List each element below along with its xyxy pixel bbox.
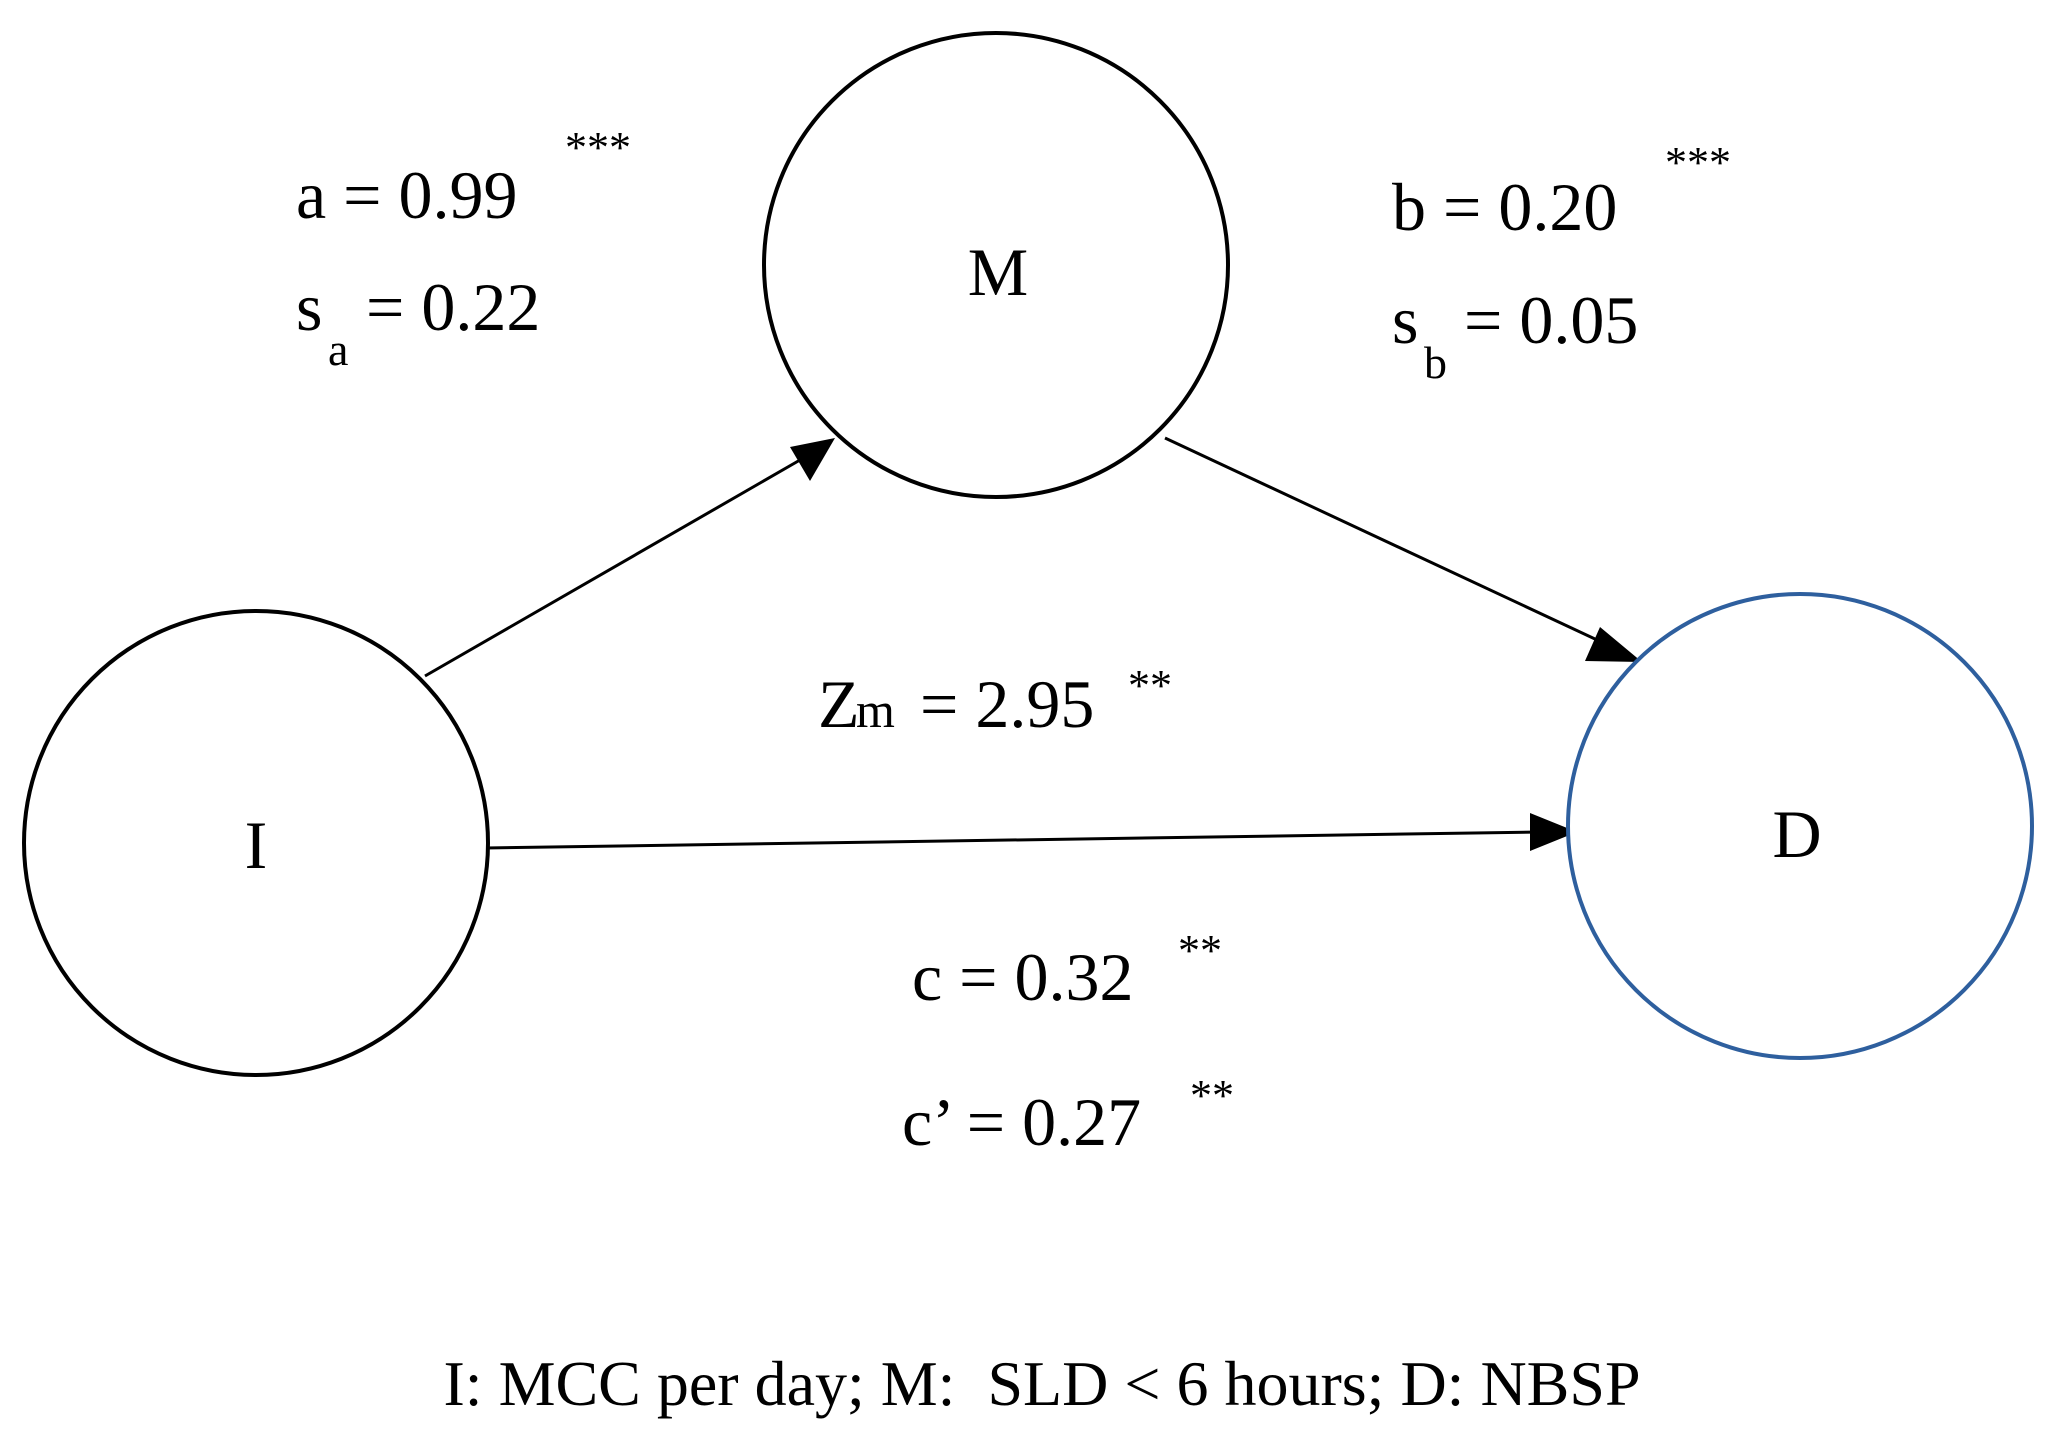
path-b-line <box>1164 436 1611 648</box>
node-independent: I <box>22 609 490 1077</box>
zm-subscript: m <box>856 682 895 738</box>
path-c-prime-coefficient: c’ = 0.27 <box>902 1084 1141 1160</box>
path-c-coefficient: c = 0.32 <box>912 939 1134 1015</box>
node-mediator-circle <box>762 31 1230 499</box>
path-a-line <box>424 458 801 678</box>
path-c-arrow <box>484 813 1577 851</box>
path-b-arrow <box>1164 436 1642 662</box>
node-dependent: D <box>1566 592 2034 1060</box>
node-mediator-label: M <box>968 234 1028 310</box>
node-dependent-circle <box>1566 592 2034 1060</box>
path-c-significance: ** <box>1178 926 1222 975</box>
path-a-se-value: = 0.22 <box>366 269 540 345</box>
path-c-annotation: c = 0.32 ** c’ = 0.27 ** <box>902 926 1234 1160</box>
path-b-arrowhead <box>1585 627 1642 662</box>
path-b-coefficient: b = 0.20 <box>1392 169 1617 245</box>
path-a-se-subscript: a <box>328 324 348 375</box>
path-b-se-value: = 0.05 <box>1464 282 1638 358</box>
path-a-annotation: a = 0.99 *** s a = 0.22 <box>296 123 631 375</box>
path-a-se-symbol: s <box>296 269 322 345</box>
path-a-coefficient: a = 0.99 <box>296 157 518 233</box>
path-c-arrowhead <box>1530 813 1577 851</box>
path-b-se-subscript: b <box>1424 337 1447 388</box>
node-independent-circle <box>22 609 490 1077</box>
path-c-line <box>484 830 1541 850</box>
zm-significance: ** <box>1128 661 1172 710</box>
path-a-significance: *** <box>565 123 631 172</box>
path-b-annotation: b = 0.20 *** s b = 0.05 <box>1392 138 1731 388</box>
path-c-prime-significance: ** <box>1190 1071 1234 1120</box>
node-dependent-label: D <box>1772 796 1821 872</box>
path-b-significance: *** <box>1665 138 1731 187</box>
diagram-legend: I: MCC per day; M: SLD < 6 hours; D: NBS… <box>443 1348 1640 1419</box>
zm-value: = 2.95 <box>920 666 1094 742</box>
node-independent-label: I <box>245 807 268 883</box>
node-mediator: M <box>762 31 1230 499</box>
path-a-arrow <box>424 438 835 678</box>
path-a-arrowhead <box>790 438 835 481</box>
zm-symbol: Z <box>818 666 860 742</box>
zm-annotation: Z m = 2.95 ** <box>818 661 1172 742</box>
path-b-se-symbol: s <box>1392 282 1418 358</box>
